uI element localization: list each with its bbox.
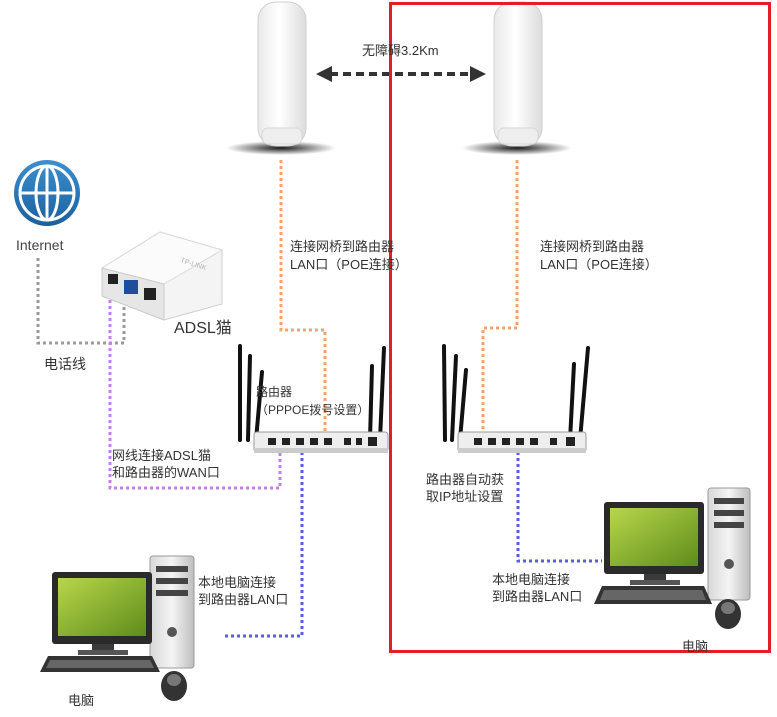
left-bridge-note-line1: 连接网桥到路由器 [290, 239, 395, 254]
adsl-modem: TP-LINK [100, 231, 224, 321]
router-auto-ip-line2: 取IP地址设置 [426, 489, 504, 504]
wireless-link-arrow [316, 66, 486, 82]
right-bridge-note-line1: 连接网桥到路由器 [540, 239, 645, 254]
right-pc [594, 487, 751, 629]
cable-modem-router-line2: 和路由器的WAN口 [112, 465, 220, 480]
phone-line-label: 电话线 [44, 356, 86, 372]
right-pc-note-line2: 到路由器LAN口 [492, 589, 583, 604]
remote-site-highlight-box [389, 2, 771, 653]
cable-modem-router-line1: 网线连接ADSL猫 [112, 448, 211, 463]
lan-line-left-pc [222, 452, 304, 638]
router-pppoe-line1: 路由器 [256, 385, 293, 399]
poe-line-right [481, 160, 519, 440]
right-router [442, 344, 590, 453]
distance-label: 无障碍3.2Km [362, 43, 439, 58]
router-auto-ip-line1: 路由器自动获 [426, 472, 505, 487]
left-bridge-antenna [226, 1, 336, 155]
lan-line-right-pc [516, 452, 602, 563]
left-pc-note-line1: 本地电脑连接 [198, 575, 277, 590]
internet-globe-icon [14, 160, 80, 226]
left-router [238, 344, 389, 453]
right-bridge-antenna [462, 1, 572, 155]
router-pppoe-line2: （PPPOE拨号设置） [256, 403, 370, 417]
left-pc-note-line2: 到路由器LAN口 [198, 592, 289, 607]
poe-line-left [279, 160, 327, 440]
internet-label: Internet [16, 237, 64, 253]
phone-line [36, 258, 126, 345]
left-bridge-note-line2: LAN口（POE连接） [290, 257, 408, 272]
right-pc-label: 电脑 [682, 639, 709, 654]
right-bridge-note-line2: LAN口（POE连接） [540, 257, 658, 272]
adsl-modem-label: ADSL猫 [174, 320, 232, 337]
right-pc-note-line1: 本地电脑连接 [492, 572, 571, 587]
left-pc-label: 电脑 [68, 693, 95, 708]
left-pc [40, 555, 195, 701]
